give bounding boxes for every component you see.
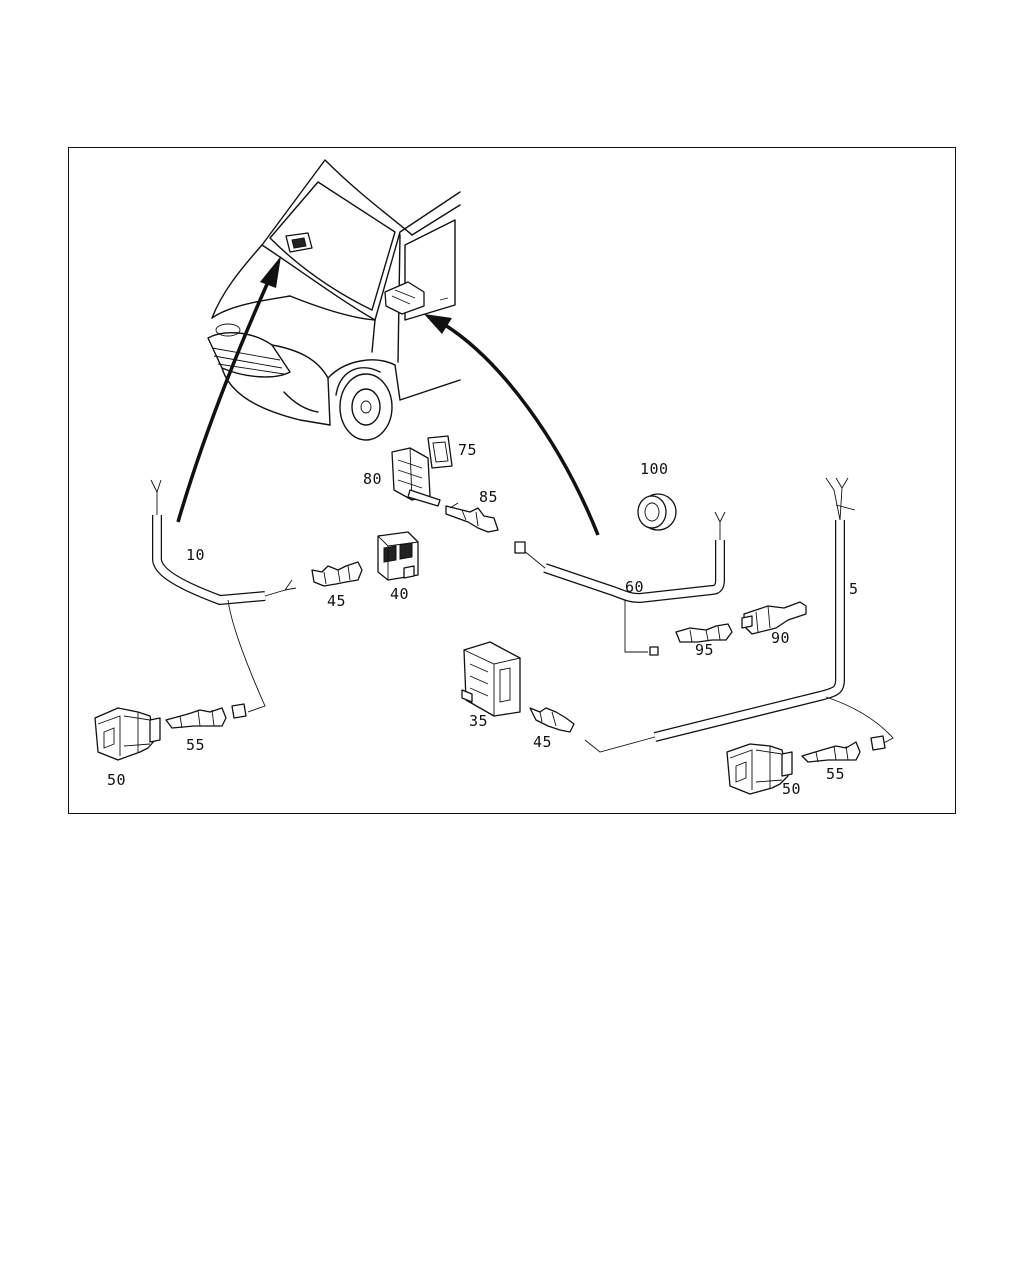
connector-50-left (94, 707, 161, 761)
label-part-85: 85 (479, 488, 499, 506)
label-part-80: 80 (363, 470, 383, 488)
label-part-95: 95 (695, 641, 715, 659)
label-part-60: 60 (625, 578, 645, 596)
label-part-50-left: 50 (107, 771, 127, 789)
connector-housing-80 (391, 447, 441, 507)
connector-40 (377, 531, 419, 581)
terminal-55-right (801, 741, 861, 763)
label-part-100: 100 (640, 460, 669, 478)
connector-block-35 (461, 641, 521, 717)
arrow-to-windshield (176, 256, 281, 523)
terminal-95 (675, 623, 733, 643)
label-part-40: 40 (390, 585, 410, 603)
label-part-55-right: 55 (826, 765, 846, 783)
connector-90 (741, 601, 807, 635)
grommet-part (637, 493, 677, 531)
diagram-frame (68, 147, 956, 814)
terminal-45-lower (529, 707, 575, 733)
harness-10 (150, 479, 297, 719)
connector-50-right (726, 743, 793, 795)
label-part-45-lower: 45 (533, 733, 553, 751)
label-part-35: 35 (469, 712, 489, 730)
label-part-75: 75 (458, 441, 478, 459)
cover-part (427, 435, 453, 469)
terminal-55-left (165, 707, 227, 729)
terminal-85 (445, 502, 499, 533)
harness-60 (514, 511, 726, 656)
label-part-50-right: 50 (782, 780, 802, 798)
label-part-90: 90 (771, 629, 791, 647)
terminal-45-upper (311, 561, 363, 587)
van-illustration (207, 159, 461, 441)
label-part-10: 10 (186, 546, 206, 564)
arrow-to-door (424, 314, 600, 536)
label-part-45-upper: 45 (327, 592, 347, 610)
label-part-55-left: 55 (186, 736, 206, 754)
label-part-5: 5 (849, 580, 859, 598)
harness-5 (584, 477, 894, 753)
